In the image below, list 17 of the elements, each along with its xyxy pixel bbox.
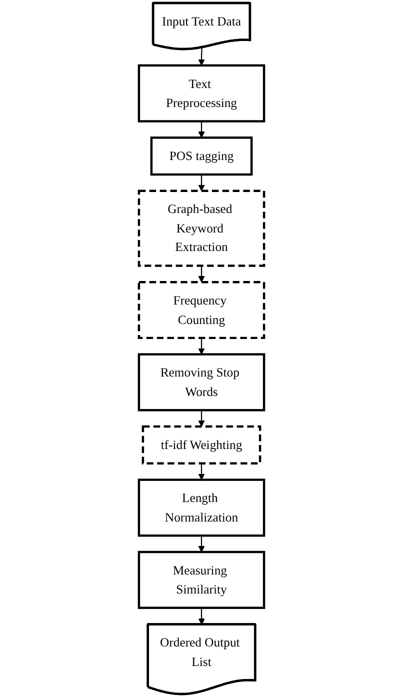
node-box: tf-idf Weighting (142, 425, 262, 465)
arrow (198, 410, 205, 427)
node-box: Text Preprocessing (138, 64, 266, 122)
arrow (198, 608, 205, 625)
arrow (198, 121, 205, 138)
node-box: Length Normalization (138, 478, 266, 537)
arrow (198, 338, 205, 355)
node-box: Measuring Similarity (138, 550, 266, 609)
arrow (198, 463, 205, 480)
arrow (198, 48, 205, 66)
node-box: Graph-based Keyword Extraction (138, 190, 266, 267)
arrow (198, 174, 205, 192)
node-box: Frequency Counting (138, 280, 266, 340)
node-box: POS tagging (150, 136, 253, 176)
node-box: Removing Stop Words (138, 353, 266, 412)
arrow (198, 266, 205, 282)
arrow (198, 536, 205, 552)
